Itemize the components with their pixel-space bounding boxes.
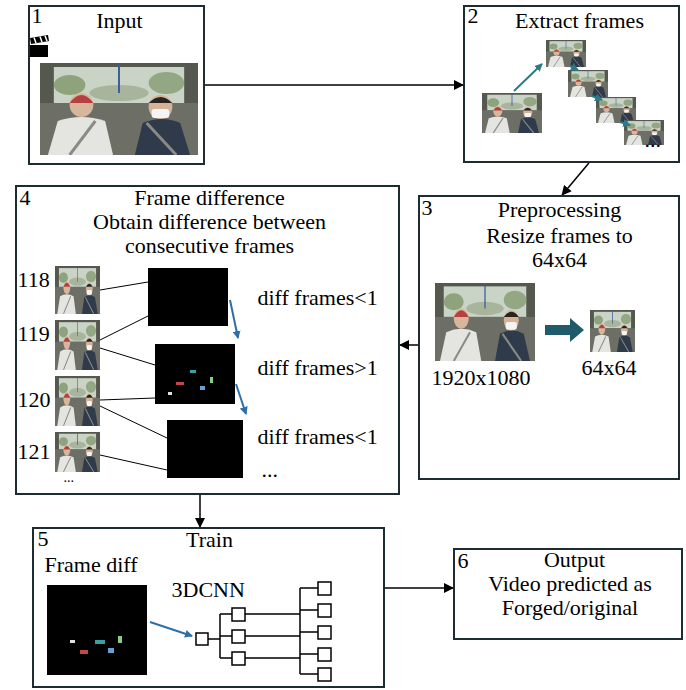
input-frame bbox=[40, 63, 198, 155]
step-box: 6OutputVideo predicted as Forged/origina… bbox=[453, 548, 683, 640]
image-label: Frame diff bbox=[45, 553, 138, 577]
frame-number: 119 bbox=[18, 322, 50, 346]
resize-illustration bbox=[435, 283, 635, 361]
step-title: Frame difference bbox=[40, 186, 380, 210]
step-number: 4 bbox=[20, 186, 31, 210]
step-title: Input bbox=[75, 9, 165, 33]
network-label: 3DCNN bbox=[172, 578, 245, 602]
flow-arrow bbox=[199, 495, 201, 527]
frame-sequence bbox=[482, 40, 664, 145]
step-text: Obtain difference between consecutive fr… bbox=[40, 210, 380, 258]
step-title: Preprocessing bbox=[440, 198, 680, 222]
step-number: 1 bbox=[32, 4, 43, 28]
step-title: Train bbox=[60, 528, 360, 552]
step-box: 5 TrainFrame diff 3DCNN bbox=[32, 527, 385, 688]
ellipsis: ... bbox=[645, 128, 662, 152]
flow-arrow bbox=[562, 163, 589, 195]
step-box: 1 Input bbox=[28, 5, 205, 165]
step-box: 4 Frame differenceObtain difference betwe… bbox=[15, 185, 400, 495]
step-box: 3 PreprocessingResize frames to 64x64 1920… bbox=[418, 195, 680, 480]
frame-number: 118 bbox=[18, 268, 50, 292]
step-number: 3 bbox=[422, 196, 433, 220]
step-number: 5 bbox=[38, 527, 49, 551]
flow-arrow bbox=[385, 587, 453, 589]
diff-label: diff frames<1 bbox=[258, 425, 378, 449]
size-label: 64x64 bbox=[582, 356, 637, 380]
size-label: 1920x1080 bbox=[432, 366, 531, 390]
step-box: 2Extract frames... bbox=[463, 5, 680, 163]
diff-label: diff frames>1 bbox=[258, 356, 378, 380]
diff-label: diff frames<1 bbox=[258, 286, 378, 310]
frame-number: 121 bbox=[18, 440, 51, 464]
step-title: Extract frames bbox=[485, 9, 675, 33]
step-text: Video predicted as Forged/original bbox=[463, 572, 678, 620]
step-title: Output bbox=[475, 548, 675, 572]
clapper-icon bbox=[30, 35, 49, 57]
step-number: 2 bbox=[468, 4, 479, 28]
step-number: 6 bbox=[458, 549, 469, 573]
ellipsis: ... bbox=[64, 466, 75, 490]
step-text: Resize frames to 64x64 bbox=[470, 224, 650, 272]
flow-arrow bbox=[400, 344, 418, 346]
flow-arrow bbox=[205, 84, 463, 86]
frame-number: 120 bbox=[18, 388, 51, 412]
frame-difference-illustration bbox=[55, 266, 246, 478]
ellipsis: ... bbox=[262, 458, 279, 482]
